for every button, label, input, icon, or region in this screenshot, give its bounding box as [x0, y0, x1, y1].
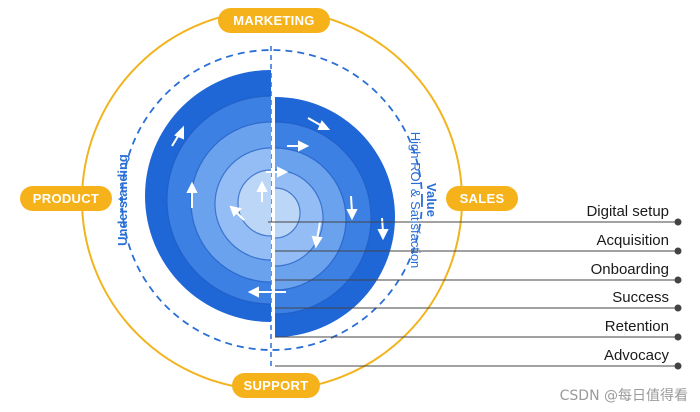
stage-acquisition: Acquisition [596, 232, 669, 249]
stage-onboarding: Onboarding [591, 261, 669, 278]
arrow-icon [287, 140, 310, 152]
pill-sales: SALES [446, 186, 518, 211]
outer-ring [81, 9, 463, 391]
arrow-icon [247, 286, 286, 298]
arrow-icon [256, 180, 268, 202]
arrow-icon [307, 117, 331, 130]
watermark: CSDN @每日值得看 [560, 387, 688, 404]
arrow-icon [311, 221, 323, 249]
arrow-icon [266, 166, 289, 178]
stage-digital-setup: Digital setup [586, 203, 669, 220]
flow-arrows [171, 117, 389, 298]
pill-marketing-label: MARKETING [233, 13, 314, 28]
pill-support-label: SUPPORT [244, 378, 309, 393]
right-axis-subtitle: High ROI & Satisfaction [408, 132, 423, 269]
right-axis-title: Value [424, 183, 439, 217]
stage-advocacy: Advocacy [604, 347, 670, 364]
left-axis-title: Understanding [115, 154, 130, 246]
stage-retention: Retention [605, 318, 669, 335]
arrow-icon [346, 195, 358, 221]
arrow-icon [171, 125, 184, 147]
stage-success: Success [612, 289, 669, 306]
pill-product-label: PRODUCT [33, 191, 99, 206]
pill-marketing: MARKETING [218, 8, 330, 33]
arrow-icon [229, 205, 245, 221]
pill-product: PRODUCT [20, 186, 112, 211]
arrow-icon [186, 181, 198, 208]
dashed-ring [121, 49, 423, 351]
left-half-disc [145, 70, 271, 322]
arrow-icon [377, 217, 389, 241]
right-half-disc [275, 97, 395, 337]
leader-lines [268, 218, 682, 370]
pill-sales-label: SALES [460, 191, 505, 206]
pill-support: SUPPORT [232, 373, 320, 398]
